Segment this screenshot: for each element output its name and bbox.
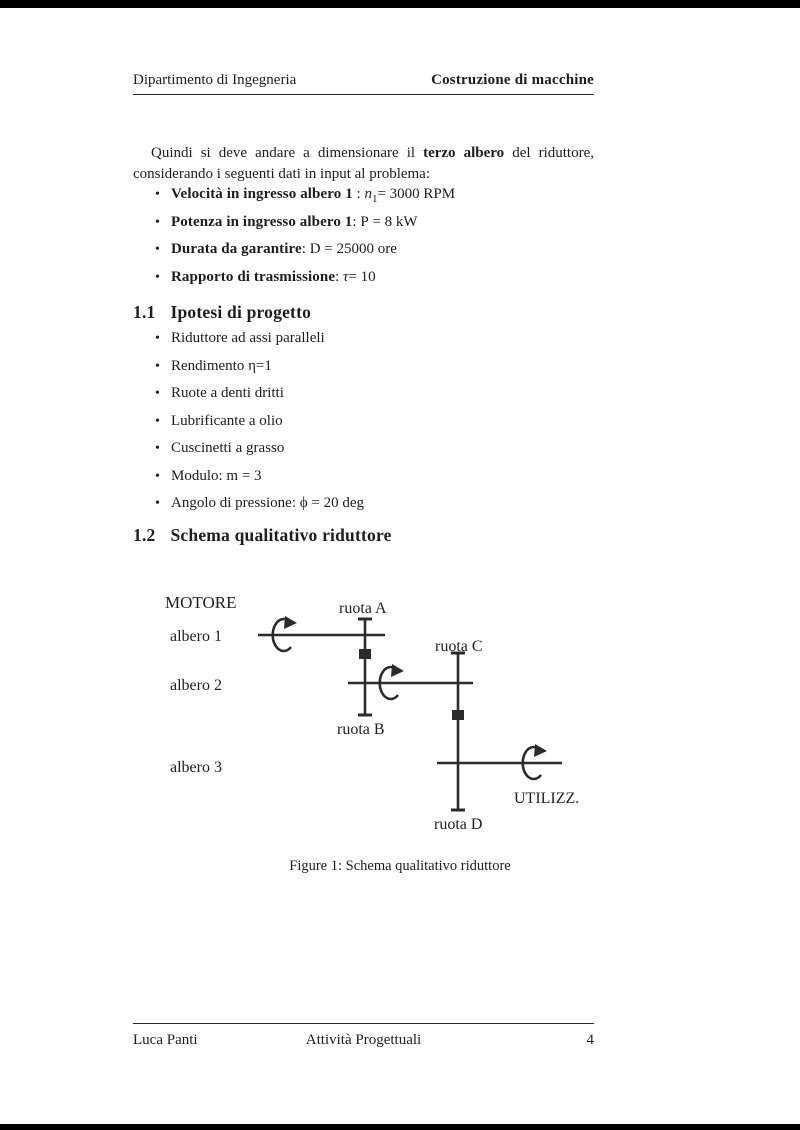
list-item: • Riduttore ad assi paralleli	[155, 330, 364, 347]
item-value: = 25000 ore	[320, 241, 397, 257]
bullet-icon: •	[155, 187, 160, 202]
bullet-icon: •	[155, 496, 160, 511]
item-separator: :	[352, 213, 361, 230]
list-item: • Cuscinetti a grasso	[155, 440, 364, 457]
rotation-arrow-icon	[271, 616, 297, 653]
hypothesis-text: Angolo di pressione: ϕ = 20 deg	[171, 495, 365, 511]
input-data-list: • Velocità in ingresso albero 1 : n1= 300…	[155, 186, 455, 296]
bullet-icon: •	[155, 242, 160, 257]
list-item: • Ruote a denti dritti	[155, 385, 364, 402]
rotation-arrow-icon	[378, 664, 404, 701]
rotation-arrow-icon	[521, 744, 547, 781]
item-separator: :	[301, 241, 310, 257]
section-title: Ipotesi di progetto	[170, 302, 312, 322]
hypothesis-text: Modulo: m = 3	[171, 467, 262, 484]
hypothesis-text: Lubrificante a olio	[171, 412, 283, 429]
section-number: 1.1	[133, 302, 156, 322]
section-heading-1-2: 1.2 Schema qualitativo riduttore	[133, 525, 392, 546]
hypothesis-text: Rendimento η=1	[171, 357, 272, 374]
albero-3-label: albero 3	[170, 759, 222, 776]
math-variable: D	[309, 241, 321, 257]
math-subscript: 1	[371, 193, 378, 205]
section-number: 1.2	[133, 525, 156, 545]
ruota-c-label: ruota C	[435, 638, 483, 655]
figure-caption: Figure 1: Schema qualitativo riduttore	[289, 858, 511, 874]
hypothesis-text: Cuscinetti a grasso	[171, 440, 285, 456]
mesh-cd-symbol	[452, 710, 464, 720]
header-course-title: Costruzione di macchine	[431, 72, 594, 88]
hypothesis-text: Ruote a denti dritti	[171, 385, 284, 401]
item-label: Durata da garantire	[171, 241, 302, 257]
item-value: = 10	[348, 268, 376, 285]
item-separator: :	[352, 186, 365, 202]
item-label: Potenza in ingresso albero 1	[171, 213, 353, 230]
math-variable: n	[364, 186, 372, 202]
bullet-icon: •	[155, 468, 160, 484]
mesh-ab-symbol	[359, 649, 371, 659]
utilizz-label: UTILIZZ.	[514, 790, 579, 807]
hypotheses-list: • Riduttore ad assi paralleli • Rendimento…	[155, 330, 364, 523]
math-variable: P	[360, 213, 369, 230]
intro-text-post: del riduttore, considerando i seguenti d…	[133, 145, 594, 182]
bullet-icon: •	[155, 441, 160, 456]
page-footer: Luca Panti Attività Progettuali 4	[133, 1023, 594, 1049]
item-label: Rapporto di trasmissione	[171, 268, 336, 285]
albero-1-label: albero 1	[170, 628, 222, 645]
item-label: Velocità in ingresso albero 1	[171, 186, 353, 202]
bullet-icon: •	[155, 214, 160, 230]
top-edge-band	[0, 0, 800, 8]
list-item: • Modulo: m = 3	[155, 468, 364, 485]
page-header: Dipartimento di Ingegneria Costruzione d…	[133, 72, 594, 95]
bullet-icon: •	[155, 413, 160, 429]
header-department-text: Dipartimento di Ingegneria	[133, 72, 297, 88]
bottom-edge-band	[0, 1124, 800, 1130]
bullet-icon: •	[155, 269, 160, 285]
list-item: • Rendimento η=1	[155, 358, 364, 375]
list-item: • Angolo di pressione: ϕ = 20 deg	[155, 495, 364, 512]
section-title: Schema qualitativo riduttore	[170, 525, 392, 545]
albero-2-label: albero 2	[170, 677, 222, 694]
intro-text-pre: Quindi si deve andare a dimensionare il	[151, 145, 424, 161]
footer-page-number: 4	[586, 1032, 595, 1048]
intro-bold-phrase: terzo albero	[423, 145, 505, 161]
math-variable: τ	[343, 268, 349, 285]
bullet-icon: •	[155, 358, 160, 374]
footer-document-title: Attività Progettuali	[305, 1032, 422, 1048]
motore-label: MOTORE	[165, 593, 236, 612]
item-value: = 8 kW	[368, 213, 418, 230]
reducer-schematic-figure: MOTORE albero 1 ruota A ruota C albero 2…	[165, 593, 579, 833]
item-value: = 3000 RPM	[377, 186, 456, 202]
ruota-b-label: ruota B	[337, 721, 385, 738]
bullet-icon: •	[155, 331, 160, 346]
ruota-d-label: ruota D	[434, 816, 482, 833]
hypothesis-text: Riduttore ad assi paralleli	[171, 330, 325, 346]
section-heading-1-1: 1.1 Ipotesi di progetto	[133, 302, 311, 323]
list-item: • Velocità in ingresso albero 1 : n1= 300…	[155, 186, 456, 205]
list-item: • Potenza in ingresso albero 1: P = 8 kW	[155, 214, 455, 231]
list-item: • Rapporto di trasmissione: τ= 10	[155, 269, 455, 286]
bullet-icon: •	[155, 386, 160, 401]
list-item: • Durata da garantire: D = 25000 ore	[155, 241, 455, 258]
item-separator: :	[335, 268, 343, 285]
ruota-a-label: ruota A	[339, 600, 387, 617]
list-item: • Lubrificante a olio	[155, 413, 364, 430]
footer-author: Luca Panti	[133, 1032, 198, 1048]
intro-paragraph: Quindi si deve andare a dimensionare il …	[133, 143, 594, 185]
